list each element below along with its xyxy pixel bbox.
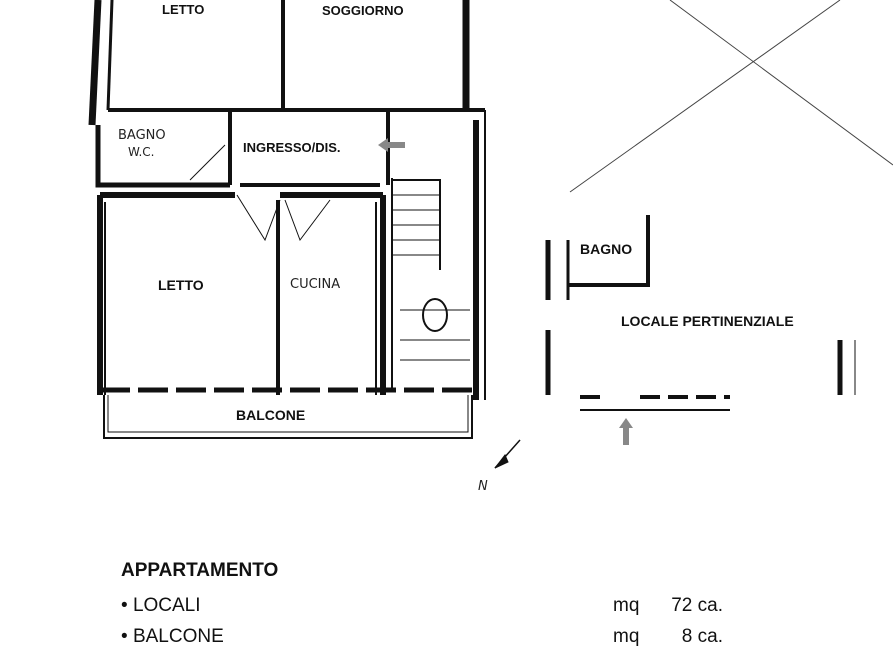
- room-label-bagno-wc: BAGNO: [118, 128, 166, 143]
- room-label-wc: W.C.: [128, 145, 155, 159]
- room-label-cucina: CUCINA: [290, 277, 340, 292]
- room-label-locale-pertinenziale: LOCALE PERTINENZIALE: [621, 313, 794, 329]
- walls: [88, 0, 893, 469]
- summary-row: • LOCALI mq 72 ca.: [121, 594, 723, 616]
- summary-item-name: LOCALI: [132, 594, 201, 616]
- room-label-soggiorno: SOGGIORNO: [322, 3, 404, 18]
- summary-value: 72 ca.: [671, 594, 723, 616]
- north-mark: N: [478, 479, 488, 494]
- room-label-balcone: BALCONE: [236, 407, 305, 423]
- area-summary: APPARTAMENTO • LOCALI mq 72 ca. • BALCON…: [121, 560, 741, 652]
- summary-item-name: BALCONE: [132, 625, 224, 647]
- summary-title: APPARTAMENTO: [121, 560, 279, 581]
- room-label-letto-top: LETTO: [162, 2, 204, 17]
- room-label-letto: LETTO: [158, 277, 204, 293]
- summary-unit: mq: [613, 594, 640, 616]
- room-label-ingresso: INGRESSO/DIS.: [243, 140, 341, 155]
- arrows: [378, 138, 633, 445]
- summary-value: 8 ca.: [681, 625, 723, 647]
- room-label-bagno: BAGNO: [580, 241, 632, 257]
- summary-row: • BALCONE mq 8 ca.: [121, 625, 723, 647]
- summary-unit: mq: [613, 625, 640, 647]
